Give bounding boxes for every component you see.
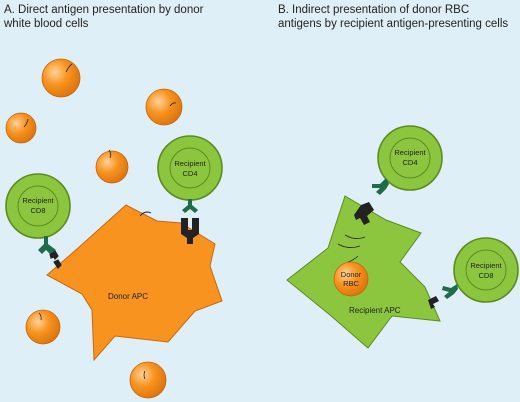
panel-b-cd8-tcell: Recipient CD8 bbox=[442, 237, 519, 303]
cd4-label-line1: Recipient bbox=[394, 148, 426, 157]
panel-a-cd8-tcell: Recipient CD8 bbox=[5, 173, 71, 254]
cd4-label-line1: Recipient bbox=[174, 159, 206, 168]
cd4-label-line2: CD4 bbox=[182, 169, 197, 178]
recipient-apc-label: Recipient APC bbox=[349, 306, 401, 315]
donor-rbc-engulfed: Donor RBC bbox=[333, 261, 369, 297]
panel-b-cd4-tcell: Recipient CD4 bbox=[372, 125, 443, 195]
panel-b-title-line2: antigens by recipient antigen-presenting… bbox=[278, 18, 509, 30]
rbc-cell bbox=[5, 112, 37, 144]
cd8-label-line2: CD8 bbox=[478, 271, 493, 280]
rbc-cell bbox=[41, 58, 81, 98]
rbc-label-line1: Donor bbox=[341, 270, 362, 279]
donor-apc-label: Donor APC bbox=[108, 292, 148, 301]
panel-a-title-line2: white blood cells bbox=[4, 18, 89, 30]
mhc-molecule bbox=[181, 218, 199, 244]
donor-apc: Donor APC bbox=[46, 204, 223, 362]
tcr-receptor bbox=[38, 236, 56, 254]
rbc-cell bbox=[129, 361, 167, 399]
rbc-cell bbox=[95, 149, 129, 184]
panel-b-title: B. Indirect presentation of donor RBC ant… bbox=[278, 3, 518, 31]
mhc-molecule bbox=[49, 250, 62, 269]
panel-a-cd4-tcell: Recipient CD4 bbox=[157, 135, 223, 213]
panel-a-title-line1: A. Direct antigen presentation by donor bbox=[4, 4, 204, 16]
tcr-receptor bbox=[372, 178, 389, 195]
mhc-molecule bbox=[354, 202, 374, 225]
cd4-label-line2: CD4 bbox=[402, 158, 417, 167]
cd8-label-line2: CD8 bbox=[30, 206, 45, 215]
rbc-label-line2: RBC bbox=[343, 279, 359, 288]
mhc-molecule bbox=[428, 296, 439, 309]
tcr-receptor bbox=[182, 199, 198, 213]
panel-a-rbc-group bbox=[5, 58, 183, 399]
cd8-label-line1: Recipient bbox=[22, 196, 54, 205]
panel-b-title-line1: B. Indirect presentation of donor RBC bbox=[278, 4, 470, 16]
panel-a-title: A. Direct antigen presentation by donor w… bbox=[4, 3, 244, 31]
tcr-receptor bbox=[442, 284, 458, 299]
rbc-cell bbox=[25, 309, 61, 345]
rbc-cell bbox=[145, 88, 183, 126]
cd8-label-line1: Recipient bbox=[470, 261, 502, 270]
